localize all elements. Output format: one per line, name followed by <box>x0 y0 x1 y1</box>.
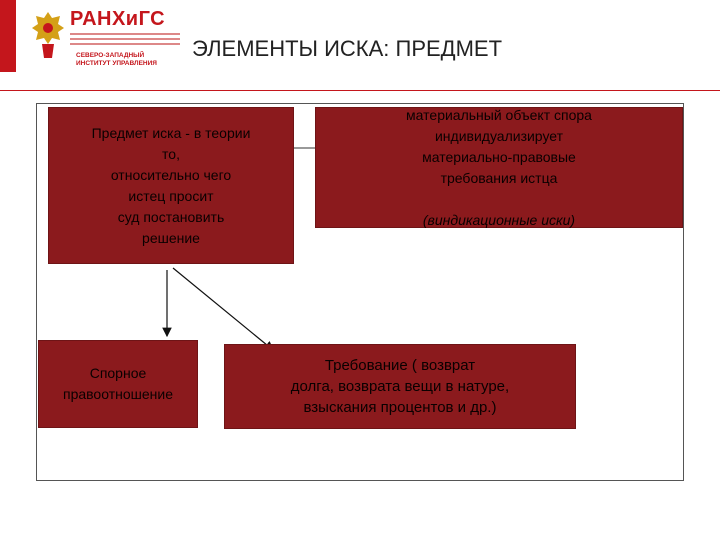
eagle-emblem-icon <box>32 12 64 58</box>
material-object-note: (виндикационные иски) <box>422 211 576 228</box>
definition-box: Предмет иска - в теории то, относительно… <box>48 107 294 264</box>
demand-box: Требование ( возврат долга, возврата вещ… <box>224 344 576 429</box>
brand-subtitle: СЕВЕРО-ЗАПАДНЫЙ ИНСТИТУТ УПРАВЛЕНИЯ <box>76 52 157 68</box>
legal-relation-box: Спорное правоотношение <box>38 340 198 428</box>
brand-subtitle-line-1: СЕВЕРО-ЗАПАДНЫЙ <box>76 52 145 59</box>
material-object-text: материальный объект спора индивидуализир… <box>406 106 592 186</box>
brand-subtitle-line-2: ИНСТИТУТ УПРАВЛЕНИЯ <box>76 60 157 67</box>
institute-logo: РАНХиГС СЕВЕРО-ЗАПАДНЫЙ ИНСТИТУТ УПРАВЛЕ… <box>30 6 190 70</box>
brand-fine-print <box>70 33 180 48</box>
material-object-box: материальный объект спора индивидуализир… <box>315 107 683 228</box>
arrow-to-demand <box>172 267 274 351</box>
header-accent-bar <box>0 0 16 72</box>
diagram-frame <box>36 103 684 481</box>
brand-name: РАНХиГС <box>70 8 166 30</box>
header-divider <box>0 90 720 91</box>
slide-title: ЭЛЕМЕНТЫ ИСКА: ПРЕДМЕТ <box>192 36 503 61</box>
